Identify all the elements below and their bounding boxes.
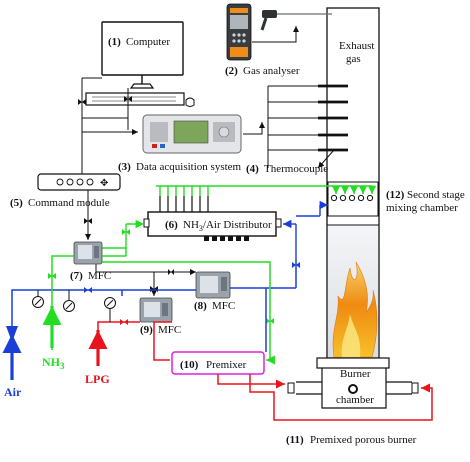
pressure-gauge-icon xyxy=(104,297,116,322)
svg-text:✥: ✥ xyxy=(100,178,108,189)
daq-label-num: (3) xyxy=(118,161,131,173)
distributor-label: NH3/Air Distributor xyxy=(183,219,272,233)
valve-icon xyxy=(78,96,132,105)
valve-icon xyxy=(84,287,92,293)
computer-label-num: (1) xyxy=(108,36,121,48)
mfc-7 xyxy=(73,241,103,265)
blue-secondary-lines xyxy=(283,200,328,258)
pressure-gauge-icon xyxy=(63,290,75,312)
premixer-label-num: (10) xyxy=(180,359,199,371)
valve-icon xyxy=(292,262,300,268)
burner-chamber-label-2: chamber xyxy=(336,394,374,406)
command-module-label-num: (5) xyxy=(10,197,23,209)
mfc-device-icon xyxy=(195,271,231,299)
mfc-8 xyxy=(195,271,231,299)
nh3-air-distributor xyxy=(143,211,282,237)
computer-monitor-icon xyxy=(85,21,195,107)
command-module-label: Command module xyxy=(28,197,110,209)
thermocouple-label-num: (4) xyxy=(246,163,259,175)
burner-label-num: (11) xyxy=(286,434,304,446)
flame-icon xyxy=(332,261,378,358)
premixer-label: Premixer xyxy=(206,359,247,371)
valve-icon xyxy=(122,229,130,235)
valve-icon xyxy=(120,319,128,325)
nh3-label: NH3 xyxy=(42,355,65,371)
computer-label: Computer xyxy=(126,36,170,48)
distributor-label-num: (6) xyxy=(165,219,178,231)
mixing-chamber-label-2: mixing chamber xyxy=(386,202,458,214)
gas-label: gas xyxy=(346,53,361,65)
burner-chamber xyxy=(287,357,419,409)
thermocouple-label: Thermocouple xyxy=(264,163,328,175)
valve-icon xyxy=(48,273,56,279)
mfc9-label: MFC xyxy=(158,324,181,336)
mfc-9 xyxy=(139,297,173,323)
daq-device-icon xyxy=(142,114,242,154)
distributor-top-outlets xyxy=(159,196,209,212)
mfc-device-icon xyxy=(139,297,173,323)
analyser-signal-line xyxy=(252,26,299,43)
mfc9-label-num: (9) xyxy=(140,324,153,336)
premix-to-burner-line xyxy=(217,374,433,421)
valve-icon xyxy=(266,318,274,324)
gas-analyser-device-icon xyxy=(226,3,252,61)
gas-probe-icon xyxy=(260,10,332,31)
mfc7-label: MFC xyxy=(88,270,111,282)
pressure-gauge-icon xyxy=(32,290,44,308)
green-secondary-lines xyxy=(96,185,377,249)
gas-analyser-label: Gas analyser xyxy=(243,65,300,77)
daq-label: Data acquisition system xyxy=(136,161,242,173)
igniter-port xyxy=(348,384,358,394)
mixing-chamber-label-num: (12) xyxy=(386,189,405,201)
mfc8-label: MFC xyxy=(212,300,235,312)
distributor-bottom-outlets xyxy=(204,236,249,241)
lpg-label: LPG xyxy=(85,372,110,386)
mfc-device-icon xyxy=(73,241,103,265)
gas-analyser-label-num: (2) xyxy=(225,65,238,77)
burner-label: Premixed porous burner xyxy=(310,434,417,446)
command-to-mfc-wiring xyxy=(84,190,196,296)
mfc7-label-num: (7) xyxy=(70,270,83,282)
daq-to-thermocouple-line xyxy=(243,122,265,135)
air-label: Air xyxy=(4,385,22,399)
mixing-chamber-label-1: Second stage xyxy=(407,189,465,201)
control-wiring xyxy=(81,77,138,174)
mfc8-label-num: (8) xyxy=(194,300,207,312)
command-module-icon: ✥ xyxy=(37,173,121,191)
nh3-to-premixer-line xyxy=(266,334,275,365)
thermocouples xyxy=(267,84,348,169)
burner-chamber-label-1: Burner xyxy=(340,368,371,380)
exhaust-label: Exhaust xyxy=(339,40,374,52)
